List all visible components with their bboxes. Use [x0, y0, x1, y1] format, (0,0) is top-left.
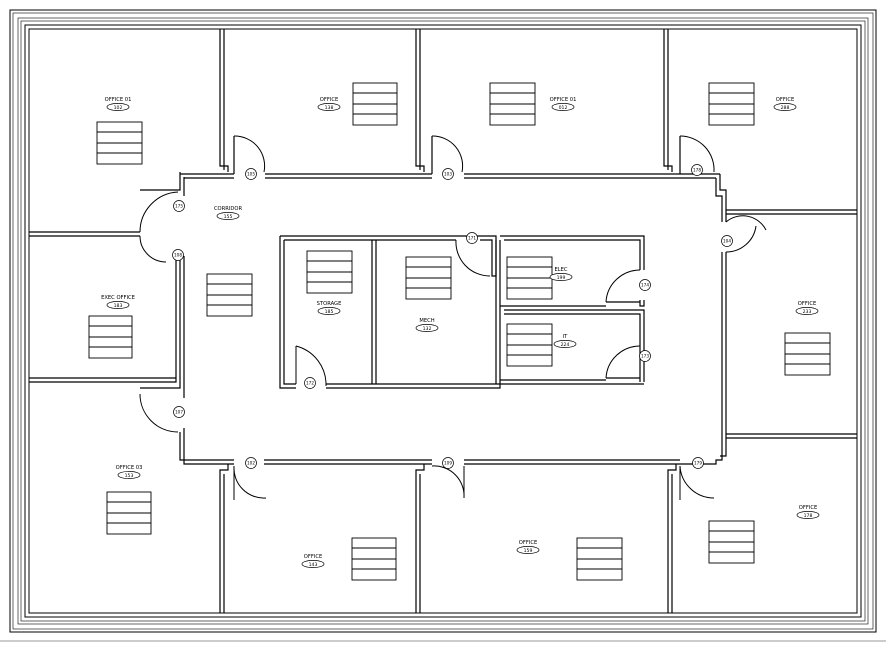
room-name: OFFICE: [304, 554, 322, 560]
room-name: EXEC OFFICE: [101, 295, 135, 301]
room-number: 199: [557, 275, 566, 281]
door-tag: 172: [304, 377, 316, 389]
room-name: IT: [563, 334, 569, 340]
room-number: 132: [423, 326, 432, 332]
svg-text:108: 108: [174, 253, 182, 258]
doors: [139, 135, 767, 500]
svg-text:104: 104: [723, 239, 731, 244]
file-cabinet: [506, 323, 553, 367]
door-tag: 178: [691, 164, 703, 176]
svg-text:174: 174: [641, 283, 649, 288]
room-name: OFFICE: [519, 540, 537, 546]
door-tag: 175: [173, 200, 185, 212]
room-number: 159: [524, 548, 533, 554]
room-tag: OFFICE 03 153: [116, 465, 143, 479]
interior-walls: [29, 29, 857, 613]
room-tag: OFFICE 138: [317, 97, 341, 111]
room-tag: OFFICE 233: [795, 301, 819, 315]
file-cabinet: [206, 273, 253, 317]
door-tag: 105: [245, 168, 257, 180]
room-name: OFFICE 03: [116, 465, 143, 471]
room-tag: ELEC 199: [549, 267, 573, 281]
furniture: [88, 82, 831, 581]
svg-text:107: 107: [175, 410, 183, 415]
exterior-wall: [9, 9, 877, 633]
door-tag: 173: [639, 350, 651, 362]
room-number: 155: [224, 214, 233, 220]
room-name: ELEC: [554, 267, 567, 273]
room-number: 102: [114, 105, 123, 111]
svg-text:178: 178: [693, 168, 701, 173]
door-tag: 104: [721, 235, 733, 247]
room-number: 183: [114, 303, 123, 309]
file-cabinet: [88, 315, 133, 359]
svg-text:179: 179: [694, 461, 702, 466]
room-tag: OFFICE 143: [301, 554, 325, 568]
svg-text:175: 175: [175, 204, 183, 209]
room-tag: IT 224: [553, 334, 577, 348]
svg-text:103: 103: [444, 172, 452, 177]
room-name: OFFICE 01: [105, 97, 132, 103]
svg-text:102: 102: [247, 461, 255, 466]
door-tag: 102: [245, 457, 257, 469]
door-tag: 109: [442, 457, 454, 469]
door-tag: 103: [442, 168, 454, 180]
file-cabinet: [306, 250, 353, 294]
svg-text:173: 173: [641, 354, 649, 359]
file-cabinet: [96, 121, 143, 165]
room-number: 138: [325, 105, 334, 111]
door-tag: 107: [173, 406, 185, 418]
room-name: OFFICE: [799, 505, 817, 511]
room-tag: CORRIDOR 155: [214, 206, 243, 220]
room-number: 153: [125, 473, 134, 479]
room-tag: OFFICE 178: [796, 505, 820, 519]
file-cabinet: [405, 256, 452, 300]
room-number: 012: [559, 105, 568, 111]
svg-text:172: 172: [306, 381, 314, 386]
room-number: 224: [561, 342, 570, 348]
svg-text:171: 171: [468, 236, 476, 241]
room-name: OFFICE: [798, 301, 816, 307]
room-number: 185: [325, 309, 334, 315]
room-name: OFFICE 01: [550, 97, 577, 103]
room-tag: EXEC OFFICE 183: [101, 295, 135, 309]
door-tag: 108: [172, 249, 184, 261]
file-cabinet: [708, 520, 755, 564]
file-cabinet: [352, 82, 398, 126]
room-tag: OFFICE 01 012: [550, 97, 577, 111]
room-name: STORAGE: [317, 301, 342, 307]
file-cabinet: [489, 82, 536, 126]
svg-text:105: 105: [247, 172, 255, 177]
file-cabinet: [576, 537, 623, 581]
room-number: 233: [803, 309, 812, 315]
svg-text:109: 109: [444, 461, 452, 466]
room-number: 143: [309, 562, 318, 568]
file-cabinet: [784, 332, 831, 376]
room-tag: OFFICE 288: [773, 97, 797, 111]
room-tag: STORAGE 185: [317, 301, 342, 315]
file-cabinet: [506, 256, 553, 300]
room-number: 288: [781, 105, 790, 111]
room-tag: OFFICE 01 102: [105, 97, 132, 111]
door-tag: 171: [466, 232, 478, 244]
room-name: OFFICE: [320, 97, 338, 103]
room-tag: MECH 132: [415, 318, 439, 332]
file-cabinet: [351, 537, 397, 581]
room-name: CORRIDOR: [214, 206, 243, 212]
room-tag: OFFICE 159: [516, 540, 540, 554]
room-number: 178: [804, 513, 813, 519]
room-name: MECH: [419, 318, 434, 324]
file-cabinet: [106, 491, 152, 535]
file-cabinet: [708, 82, 755, 126]
door-tag: 179: [692, 457, 704, 469]
door-tag: 174: [639, 279, 651, 291]
room-name: OFFICE: [776, 97, 794, 103]
